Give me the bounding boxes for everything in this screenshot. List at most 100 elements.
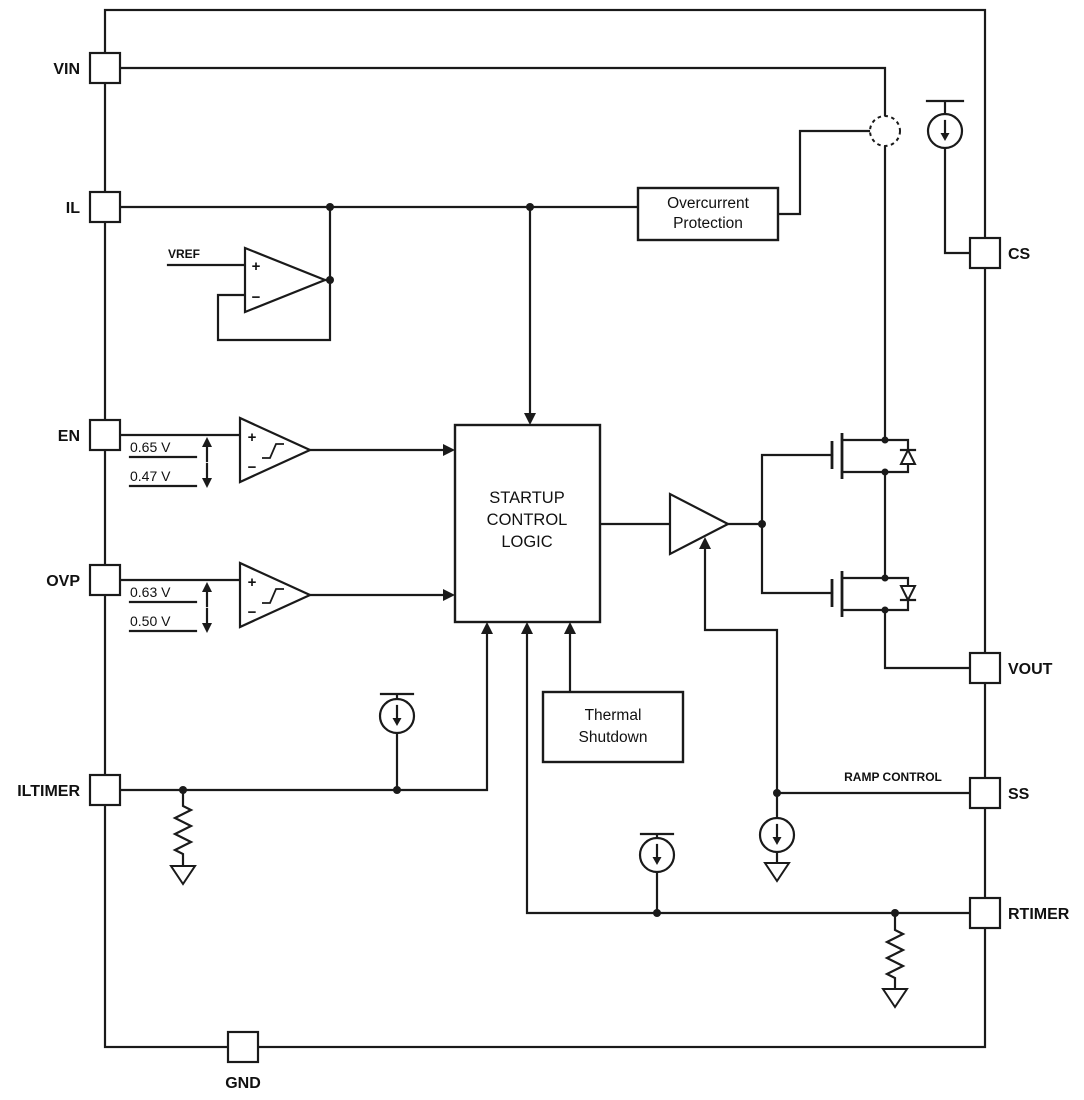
pin-cs-box [968,236,1002,270]
pin-vin: VIN [53,51,122,85]
hysteresis-icon [262,443,284,459]
arrowhead-thermal [564,622,576,634]
pin-iltimer: ILTIMER [17,773,122,807]
comparator-plus: + [248,574,257,591]
arrowhead-iltimer [481,622,493,634]
thermal-shutdown-block: Thermal Shutdown [541,690,685,764]
junction-dot [881,606,889,614]
en-down-arrow [202,478,212,488]
ground-rtimer-icon [881,988,909,1009]
wire-vin-rail [118,66,887,442]
junction-dot [758,520,766,528]
wire-ocp-to-sense [776,129,872,216]
block-outline [453,423,602,624]
vref-opamp: + − [243,246,328,314]
wire-ramp-control [703,547,779,795]
current-sense-element-icon [869,115,901,147]
current-source-arrow [772,837,782,845]
gate-driver-buffer [668,492,731,556]
pin-il: IL [66,190,122,224]
pin-en-box [88,418,122,452]
junction-dot [393,786,401,794]
pin-ss-label: SS [1008,786,1030,803]
pin-iltimer-box [88,773,122,807]
ground-ss-icon [763,862,791,883]
block-label: Shutdown [579,729,648,746]
wire-fet-top-leads [840,438,887,474]
junction-dot [526,203,534,211]
body-diode-icon [899,585,917,603]
pin-gnd: GND [225,1030,261,1092]
pin-cs-label: CS [1008,246,1031,263]
pin-cs: CS [968,236,1031,270]
wire-fet-top-diode-leads [883,438,910,474]
ovp-falling-label: 0.50 V [130,613,171,629]
block-label: Thermal [585,707,642,724]
block-outline [541,690,685,764]
junction-dot [326,203,334,211]
wire-vout [883,608,972,670]
block-label: Protection [673,215,743,232]
junction-dot [326,276,334,284]
junction-dot [653,909,661,917]
en-rising-label: 0.65 V [130,439,171,455]
current-source-ss-icon [758,816,796,854]
body-diode-icon [899,447,917,465]
overcurrent-protection-block: Overcurrent Protection [636,186,780,242]
pin-gnd-box [226,1030,260,1064]
pin-ovp-box [88,563,122,597]
current-source-arrow [652,857,662,865]
junctions [179,203,899,917]
current-source-iltimer-icon [378,697,416,735]
startup-control-logic-block: STARTUP CONTROL LOGIC [453,423,602,624]
arrowhead-ovp [443,589,455,601]
comparator-plus: + [248,429,257,446]
pin-iltimer-label: ILTIMER [17,783,80,800]
pin-rtimer-label: RTIMER [1008,906,1070,923]
arrowhead-rtimer [521,622,533,634]
block-label: Overcurrent [667,195,750,212]
ovp-rising-label: 0.63 V [130,584,171,600]
ovp-thresholds: 0.63 V 0.50 V [128,582,212,633]
pin-ovp-label: OVP [46,573,80,590]
pin-ss-box [968,776,1002,810]
arrowheads [443,413,711,634]
block-label: STARTUP [489,489,564,507]
opamp-triangle [243,246,328,314]
ovp-up-arrow [202,582,212,592]
pin-vout-box [968,651,1002,685]
en-thresholds: 0.65 V 0.47 V [128,437,212,488]
current-source-arrow [940,133,950,141]
wire-iltimer [118,632,489,792]
current-source-arrow [392,718,402,726]
pin-ovp: OVP [46,563,122,597]
block-outline [636,186,780,242]
block-label: LOGIC [501,533,552,551]
ovp-comparator: + − [238,561,313,629]
comparator-triangle [238,416,313,484]
wire-fet-bottom-leads [840,576,887,612]
hysteresis-icon [262,588,284,604]
pin-il-label: IL [66,200,80,217]
junction-dot [773,789,781,797]
comparator-minus: − [248,459,257,476]
en-falling-label: 0.47 V [130,468,171,484]
wire-iltimer-resistor [172,788,194,868]
junction-dot [881,468,889,476]
en-up-arrow [202,437,212,447]
pin-vout-label: VOUT [1008,661,1053,678]
pin-il-box [88,190,122,224]
opamp-minus: − [252,289,261,306]
pin-en-label: EN [58,428,80,445]
pin-en: EN [58,418,122,452]
fet-bottom [830,571,917,617]
vref-label: VREF [168,247,200,261]
comparator-triangle [238,561,313,629]
pin-gnd-label: GND [225,1075,261,1092]
pin-vout: VOUT [968,651,1053,685]
block-label: CONTROL [487,511,568,529]
junction-dot [179,786,187,794]
ground-iltimer-icon [169,865,197,886]
